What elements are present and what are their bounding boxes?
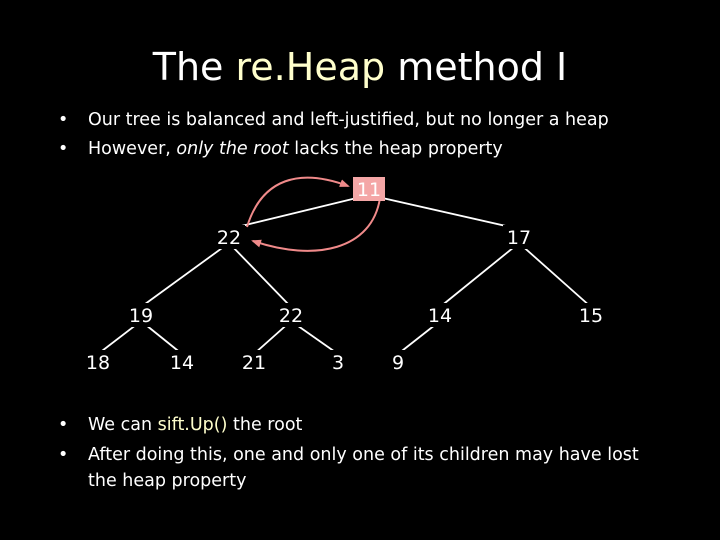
- tree-edge: [228, 194, 370, 230]
- bullet-text-before: We can: [88, 415, 158, 435]
- bullet-text: After doing this, one and only one of it…: [88, 445, 639, 491]
- tree-node: 15: [575, 303, 607, 327]
- node-background: [382, 350, 414, 374]
- tree-node: 11: [353, 177, 385, 201]
- node-label: 18: [86, 352, 110, 374]
- node-label: 15: [579, 305, 603, 327]
- bullet-list-bottom: • We can sift.Up() the root • After doing …: [58, 411, 658, 494]
- node-label: 9: [392, 352, 404, 374]
- bullet-text-after: lacks the heap property: [288, 139, 503, 159]
- node-background: [166, 350, 198, 374]
- tree-node: 22: [275, 303, 307, 327]
- bullet-icon: •: [58, 110, 69, 130]
- node-label: 22: [217, 227, 241, 249]
- bullet-text-after: the root: [227, 415, 303, 435]
- node-label: 19: [129, 305, 153, 327]
- tree-edge: [518, 242, 592, 308]
- tree-node: 14: [166, 350, 198, 374]
- bullet-item: • However, only the root lacks the heap p…: [58, 135, 609, 164]
- swap-arrow-to-child: [251, 197, 381, 252]
- bullet-icon: •: [58, 445, 69, 465]
- tree-edge: [140, 242, 230, 308]
- tree-node: 19: [125, 303, 157, 327]
- bullet-text: Our tree is balanced and left-justified,…: [88, 110, 609, 130]
- node-background: [125, 303, 157, 327]
- tree-node: 22: [213, 225, 245, 249]
- bullet-icon: •: [58, 415, 69, 435]
- node-background: [575, 303, 607, 327]
- bullet-code: sift.Up(): [157, 415, 228, 435]
- tree-edge: [439, 242, 520, 308]
- bullet-item: • We can sift.Up() the root: [58, 411, 658, 440]
- node-background: [82, 350, 114, 374]
- bullet-item: • Our tree is balanced and left-justified…: [58, 106, 609, 135]
- node-background: [322, 350, 354, 374]
- node-label: 11: [357, 179, 381, 201]
- bullet-item: • After doing this, one and only one of i…: [58, 442, 658, 494]
- node-label: 21: [242, 352, 266, 374]
- node-label: 17: [507, 227, 531, 249]
- bullet-icon: •: [58, 139, 69, 159]
- root-node-highlight: [353, 177, 385, 201]
- node-label: 22: [279, 305, 303, 327]
- bullet-text-italic: only the root: [176, 139, 289, 159]
- tree-node: 3: [322, 350, 354, 374]
- node-background: [424, 303, 456, 327]
- node-background: [213, 225, 245, 249]
- bullet-text-before: However,: [88, 139, 177, 159]
- tree-nodes: 11 22 17 19 22 14 15 18 14 21 3 9: [82, 177, 607, 374]
- tree-edges: [97, 194, 592, 355]
- slide-title: The re.Heap method I: [0, 42, 720, 92]
- tree-edge: [368, 194, 520, 230]
- title-suffix: method I: [385, 45, 568, 89]
- title-accent: re.Heap: [235, 45, 386, 89]
- tree-node: 14: [424, 303, 456, 327]
- node-label: 14: [428, 305, 452, 327]
- tree-edge: [228, 242, 292, 308]
- title-prefix: The: [152, 45, 236, 89]
- swap-arrow-to-root: [246, 176, 350, 228]
- node-background: [275, 303, 307, 327]
- node-label: 3: [332, 352, 344, 374]
- tree-node: 9: [382, 350, 414, 374]
- node-background: [503, 225, 535, 249]
- swap-arrows: [246, 176, 381, 252]
- tree-node: 18: [82, 350, 114, 374]
- tree-node: 21: [238, 350, 270, 374]
- bullet-list-top: • Our tree is balanced and left-justified…: [58, 106, 609, 164]
- node-background: [238, 350, 270, 374]
- node-label: 14: [170, 352, 194, 374]
- tree-node: 17: [503, 225, 535, 249]
